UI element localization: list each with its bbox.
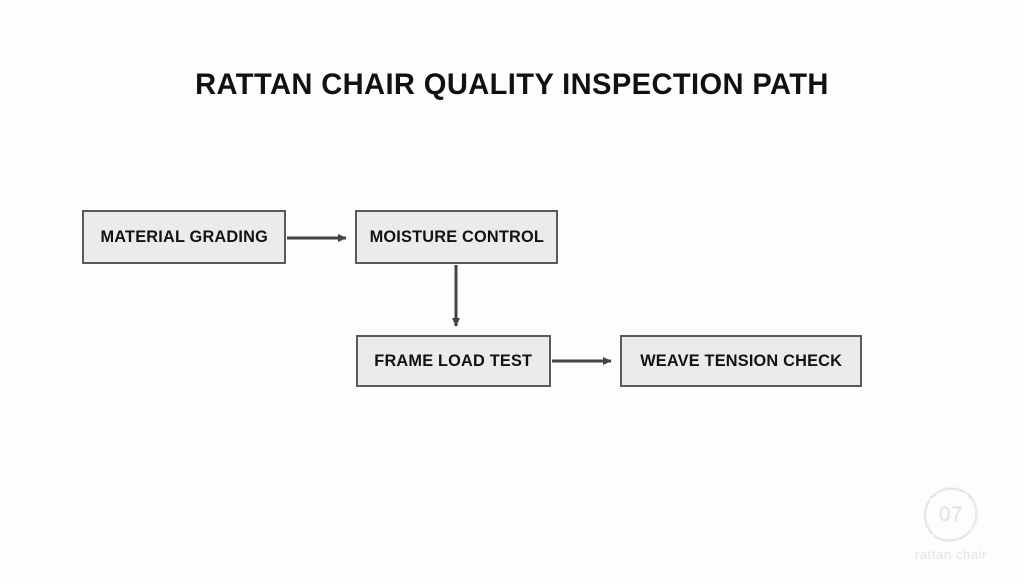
watermark-number: 07 (938, 503, 964, 526)
flow-node-label: MATERIAL GRADING (100, 227, 268, 246)
flow-node-label: WEAVE TENSION CHECK (640, 351, 842, 370)
flow-node-label: MOISTURE CONTROL (369, 227, 544, 246)
brush-circle-icon: 07 (920, 484, 982, 546)
flow-node-label: FRAME LOAD TEST (374, 351, 533, 370)
flow-node-material-grading[interactable]: MATERIAL GRADING (82, 210, 286, 264)
page-title: RATTAN CHAIR QUALITY INSPECTION PATH (195, 68, 829, 101)
flow-node-weave-tension-check[interactable]: WEAVE TENSION CHECK (620, 335, 862, 387)
watermark: 07 rattan chair (896, 484, 1006, 566)
flow-node-frame-load-test[interactable]: FRAME LOAD TEST (356, 335, 551, 387)
flow-node-moisture-control[interactable]: MOISTURE CONTROL (355, 210, 558, 264)
watermark-brand: rattan chair (914, 547, 988, 562)
